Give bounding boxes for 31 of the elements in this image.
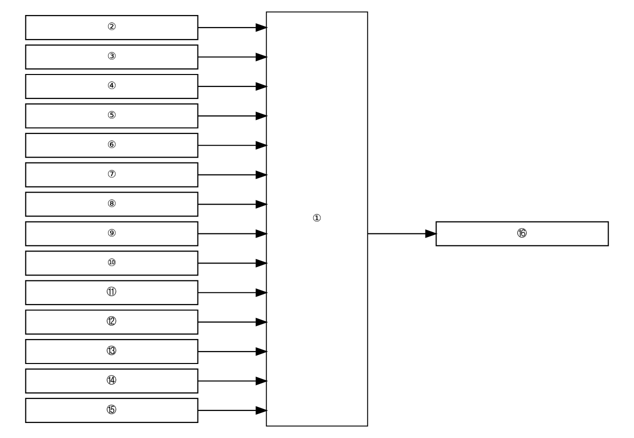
arrow [198, 23, 268, 32]
arrow [198, 288, 268, 297]
node-box: ⑬ [25, 339, 198, 364]
arrow [198, 406, 268, 415]
arrow [198, 229, 268, 238]
node-box: ④ [25, 74, 198, 99]
arrow [198, 52, 268, 62]
node-box: ⑯ [436, 221, 609, 246]
node-box: ⑥ [25, 132, 198, 158]
node-box: ⑧ [25, 192, 198, 217]
node-box: ③ [25, 44, 198, 70]
node-box: ② [25, 15, 198, 40]
node-box: ⑮ [25, 398, 198, 423]
arrow [198, 318, 268, 326]
arrow [198, 170, 268, 180]
node-box: ⑩ [25, 250, 198, 276]
node-box: ⑨ [25, 221, 198, 246]
arrow [198, 141, 268, 150]
node-box: ⑦ [25, 162, 198, 188]
node-box: ⑫ [25, 310, 198, 335]
node-box: ⑪ [25, 280, 198, 306]
node-box: ⑤ [25, 103, 198, 128]
node-box: ⑭ [25, 368, 198, 394]
node-box: ① [266, 11, 368, 427]
arrow [198, 376, 268, 386]
arrow [198, 200, 268, 209]
arrow [198, 112, 268, 120]
arrow [198, 347, 268, 356]
arrow [198, 82, 268, 91]
arrow [198, 258, 268, 268]
arrow [368, 229, 438, 238]
